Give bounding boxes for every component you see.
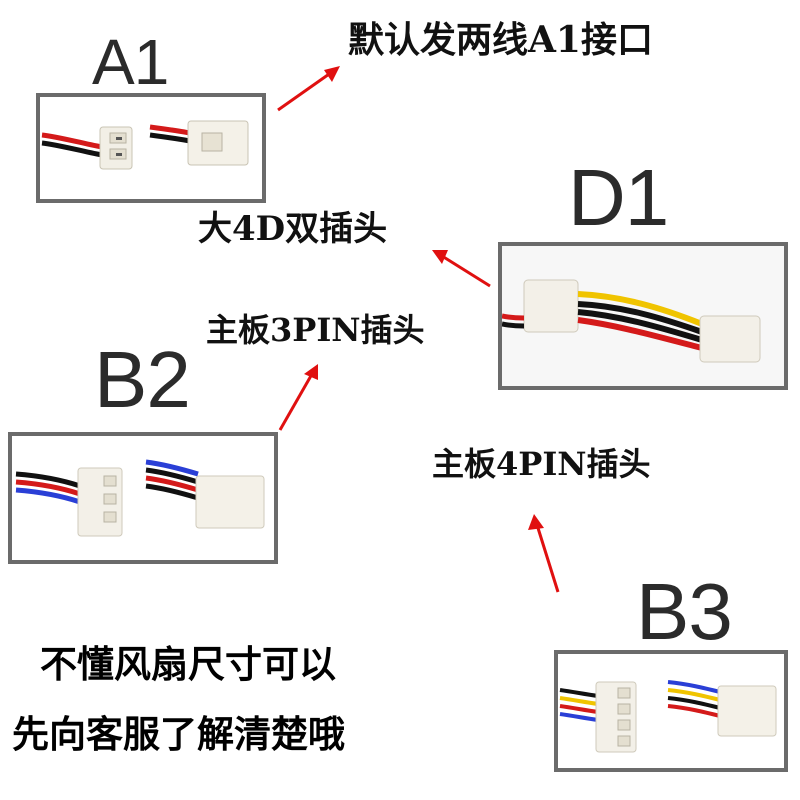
photo-b2-connector — [8, 432, 278, 564]
caption-b3: 主板4PIN插头 — [432, 445, 651, 483]
b3-connector-illustration — [559, 680, 777, 753]
d1-connector-illustration — [502, 246, 784, 386]
photo-b3-connector — [554, 650, 788, 772]
label-b3: B3 — [636, 567, 733, 656]
arrow-d1 — [432, 250, 491, 288]
caption-b2: 主板3PIN插头 — [206, 311, 425, 349]
arrow-b3 — [528, 514, 560, 593]
a1-connector-illustration — [41, 120, 249, 170]
photo-a1-connector — [36, 93, 266, 203]
arrow-a1 — [277, 66, 340, 112]
b2-connector-illustration — [15, 459, 265, 537]
caption-a1: 默认发两线A1接口 — [348, 19, 653, 61]
label-b2: B2 — [94, 335, 191, 424]
label-a1: A1 — [92, 26, 169, 98]
notice-line-2: 先向客服了解清楚哦 — [12, 713, 345, 756]
label-d1: D1 — [568, 153, 669, 242]
arrow-b2 — [278, 364, 318, 431]
notice-line-1: 不懂风扇尺寸可以 — [40, 643, 336, 686]
photo-d1-connector — [498, 242, 788, 390]
caption-d1: 大4D双插头 — [198, 209, 388, 249]
